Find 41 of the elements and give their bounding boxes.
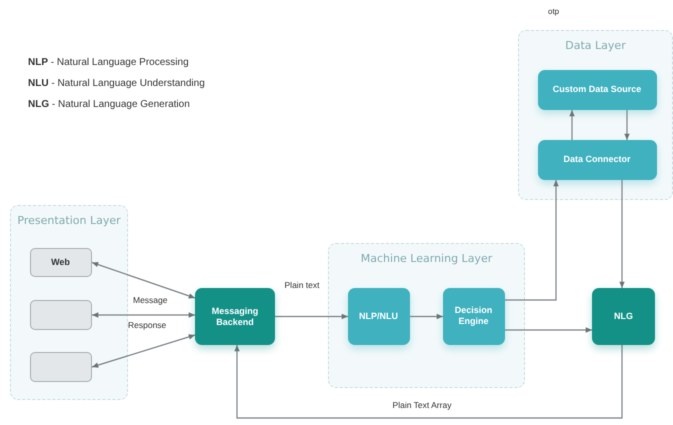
process-box — [538, 70, 656, 110]
arrow — [410, 314, 443, 320]
text-label: otp — [548, 7, 560, 16]
node-label: Decision Engine — [454, 305, 494, 327]
arrow — [275, 314, 348, 320]
text-label: Response — [128, 320, 166, 330]
arrow — [92, 312, 195, 318]
arrow — [624, 110, 630, 140]
arrow — [505, 180, 559, 301]
process-box — [442, 288, 504, 344]
node-label: Web — [50, 256, 71, 268]
arrow — [505, 327, 592, 333]
arrow — [569, 110, 575, 140]
channel-box — [30, 352, 92, 382]
process-box — [195, 288, 275, 345]
process-box — [538, 140, 656, 180]
layer-container — [10, 205, 128, 400]
arrow — [234, 345, 623, 419]
node-label: Custom Data Source — [552, 84, 642, 95]
channel-box — [30, 300, 92, 330]
arrow — [619, 180, 625, 288]
edge-label: Plain Text Array — [392, 400, 452, 410]
node-label: Messaging Backend — [210, 306, 260, 328]
node-label: NLG — [613, 311, 634, 322]
text-label: Message — [133, 295, 168, 305]
layer-container — [518, 30, 673, 200]
process-box — [592, 288, 655, 345]
layer-title: Data Layer — [565, 39, 626, 52]
arrow — [92, 334, 196, 368]
layer-container — [328, 243, 525, 388]
layer-title: Machine Learning Layer — [360, 252, 492, 265]
arrow — [92, 262, 196, 299]
layer-title: Presentation Layer — [17, 214, 121, 227]
abbreviation-note: NLG - Natural Language Generation — [28, 99, 190, 110]
node-label: NLP/NLU — [358, 310, 399, 322]
edge-label: Plain text — [284, 280, 320, 290]
process-box — [348, 288, 410, 344]
node-label: Data Connector — [562, 154, 632, 165]
abbreviation-note: NLP - Natural Language Processing — [28, 57, 189, 68]
channel-box — [30, 248, 92, 276]
abbreviation-note: NLU - Natural Language Understanding — [28, 78, 205, 89]
